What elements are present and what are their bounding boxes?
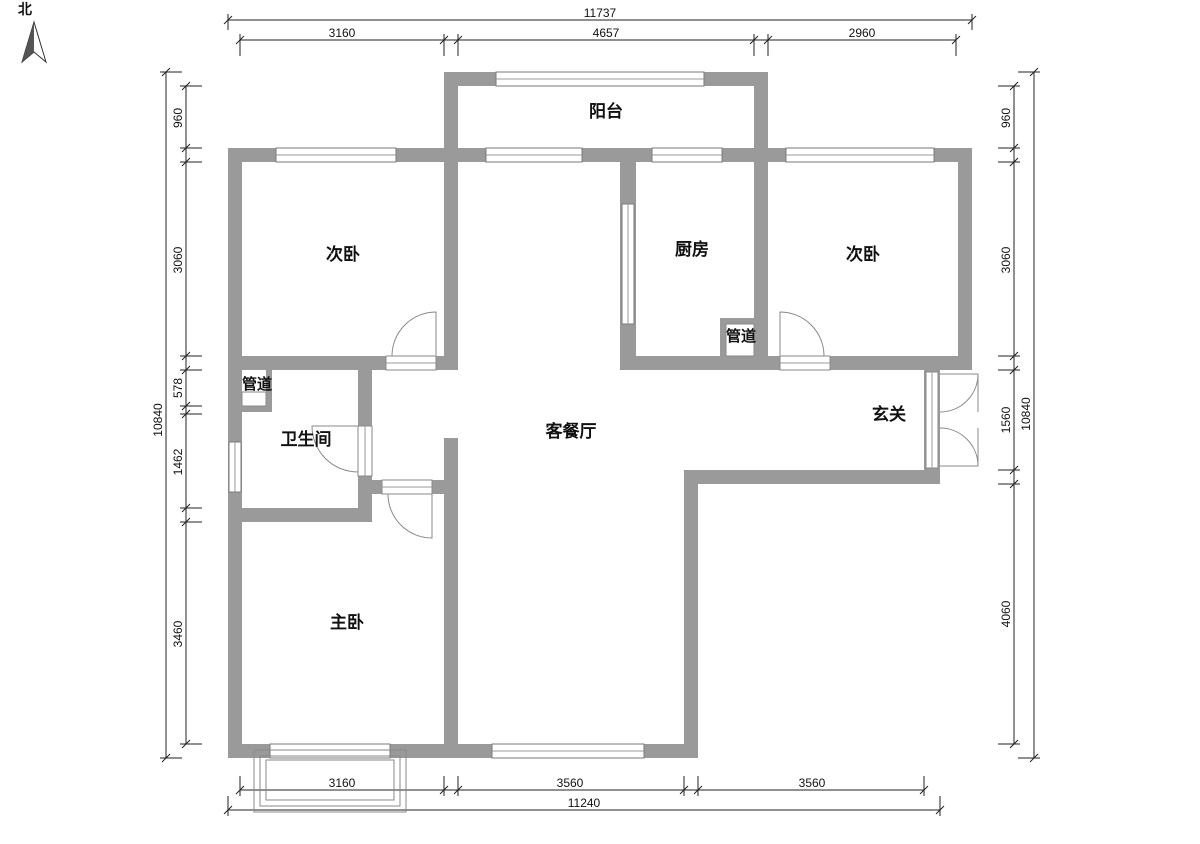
room-label-master-bedroom: 主卧 (330, 612, 364, 633)
windows (228, 71, 935, 813)
room-label-bedroom-nw: 次卧 (326, 244, 360, 265)
dim-right-seg-2: 3060 (999, 246, 1013, 273)
room-label-bathroom: 卫生间 (281, 429, 332, 450)
dim-left-total: 10840 (151, 403, 165, 437)
room-label-living-dining: 客餐厅 (545, 421, 597, 442)
dim-left-seg-5: 3460 (171, 620, 185, 647)
dim-top-seg-1: 3160 (329, 26, 356, 40)
dim-bottom-total: 11240 (568, 796, 601, 810)
dim-right-seg-1: 960 (999, 108, 1013, 128)
compass-north-label: 北 (18, 2, 32, 18)
dim-left-seg-3: 578 (171, 378, 185, 398)
left-dimension-lines (160, 67, 202, 763)
room-label-duct-bath: 管道 (242, 375, 272, 393)
room-label-entrance: 玄关 (872, 404, 906, 425)
top-dimension-lines (223, 14, 977, 56)
dim-top-seg-3: 2960 (849, 26, 876, 40)
doors (241, 311, 979, 539)
dim-top-seg-2: 4657 (593, 26, 620, 40)
dim-right-seg-4: 4060 (999, 600, 1013, 627)
walls (228, 72, 972, 758)
room-label-kitchen: 厨房 (675, 239, 709, 260)
north-compass-icon: 北 (18, 2, 47, 64)
right-dimension-lines (998, 67, 1040, 763)
room-label-duct-kitchen: 管道 (726, 327, 756, 345)
dim-left-seg-2: 3060 (171, 246, 185, 273)
dim-right-total: 10840 (1019, 397, 1033, 431)
room-label-bedroom-ne: 次卧 (846, 244, 880, 265)
dim-top-total: 11737 (584, 6, 617, 20)
dim-left-seg-4: 1462 (171, 448, 185, 475)
dim-bottom-seg-3: 3560 (799, 776, 826, 790)
room-label-balcony: 阳台 (589, 101, 623, 122)
bottom-dimension-lines (223, 776, 945, 816)
dim-right-seg-3: 1560 (999, 406, 1013, 433)
dim-left-seg-1: 960 (171, 108, 185, 128)
dim-bottom-seg-1: 3160 (329, 776, 356, 790)
dim-bottom-seg-2: 3560 (557, 776, 584, 790)
